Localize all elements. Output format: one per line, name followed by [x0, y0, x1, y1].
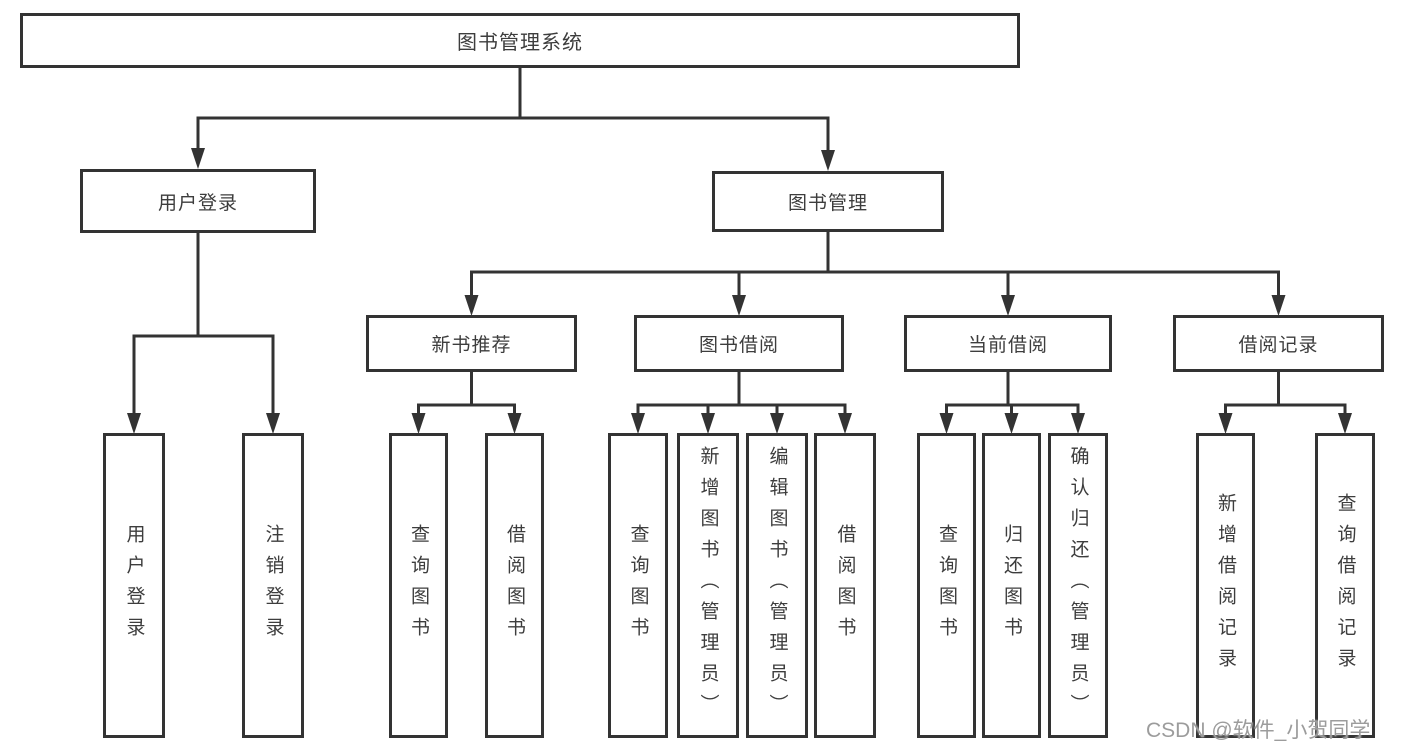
- leaf-label: 查询图书: [936, 523, 957, 648]
- leaf-label: 编辑图书（管理员）: [766, 446, 788, 725]
- leaf-label: 新增图书（管理员）: [697, 446, 719, 725]
- node-library-management-system: 图书管理系统: [20, 13, 1020, 68]
- leaf-label: 确认归还（管理员）: [1067, 446, 1089, 725]
- node-leaf-add-books-admin: 新增图书（管理员）: [677, 433, 739, 738]
- node-leaf-borrow-books-2: 借阅图书: [814, 433, 876, 738]
- node-leaf-query-books-2: 查询图书: [608, 433, 668, 738]
- node-leaf-query-borrow-record: 查询借阅记录: [1315, 433, 1375, 738]
- leaf-label: 查询借阅记录: [1334, 492, 1356, 679]
- node-user-login: 用户登录: [80, 169, 316, 233]
- leaf-label: 注销登录: [262, 523, 284, 648]
- node-borrowing-records: 借阅记录: [1173, 315, 1384, 372]
- node-leaf-query-books-1: 查询图书: [389, 433, 448, 738]
- node-new-book-recommend: 新书推荐: [366, 315, 577, 372]
- node-leaf-return-books: 归还图书: [982, 433, 1041, 738]
- node-leaf-edit-books-admin: 编辑图书（管理员）: [746, 433, 808, 738]
- leaf-label: 查询图书: [408, 523, 429, 648]
- node-book-management: 图书管理: [712, 171, 944, 232]
- csdn-watermark: CSDN @软件_小贺同学: [1146, 719, 1371, 742]
- leaf-label: 借阅图书: [834, 523, 856, 648]
- node-book-borrowing: 图书借阅: [634, 315, 844, 372]
- leaf-label: 查询图书: [627, 523, 649, 648]
- node-leaf-query-books-3: 查询图书: [917, 433, 976, 738]
- leaf-label: 新增借阅记录: [1215, 492, 1236, 679]
- node-leaf-user-login: 用户登录: [103, 433, 165, 738]
- node-leaf-borrow-books-1: 借阅图书: [485, 433, 544, 738]
- leaf-label: 归还图书: [1001, 523, 1022, 648]
- node-leaf-logout: 注销登录: [242, 433, 304, 738]
- leaf-label: 借阅图书: [504, 523, 525, 648]
- node-current-borrowing: 当前借阅: [904, 315, 1112, 372]
- node-leaf-add-borrow-record: 新增借阅记录: [1196, 433, 1255, 738]
- node-leaf-confirm-return-admin: 确认归还（管理员）: [1048, 433, 1108, 738]
- leaf-label: 用户登录: [123, 523, 145, 648]
